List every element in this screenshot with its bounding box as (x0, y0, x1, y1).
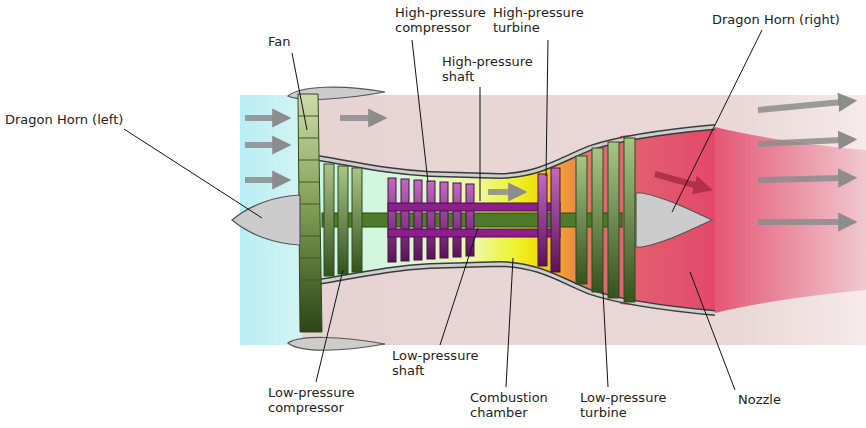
leader-lines (124, 30, 762, 390)
blade-edges (298, 116, 321, 304)
part-label: High-pressure shaft (442, 54, 542, 84)
exhaust-arrow (655, 174, 698, 186)
core-flow (318, 127, 715, 313)
leader-line (316, 270, 343, 382)
part-label: Low-pressure compressor (268, 385, 378, 415)
part-label: Dragon Horn (right) (712, 12, 840, 27)
leader-line (546, 40, 548, 176)
flow-arrow (245, 142, 276, 148)
leader-line (506, 258, 513, 387)
compressor-stage (324, 164, 334, 276)
blade-edge (298, 138, 319, 139)
flow-arrow (340, 115, 372, 121)
compressor-stage (414, 180, 422, 260)
part-label: Dragon Horn (left) (5, 112, 123, 127)
leader-line (480, 87, 481, 201)
fan-blade (298, 94, 322, 332)
part-label: Nozzle (738, 392, 781, 407)
part-label: Low-pressure shaft (392, 348, 492, 378)
flow-arrow (245, 115, 276, 121)
high-pressure-shaft (388, 229, 560, 237)
turbine-stage (538, 174, 547, 266)
tail-cone (636, 193, 712, 247)
core-casing (318, 127, 715, 176)
leader-line (690, 272, 735, 390)
flow-arrow (488, 189, 512, 195)
leader-line (440, 228, 478, 345)
turbine-stage (608, 142, 619, 298)
compressor-stage (440, 182, 448, 258)
turbine-stage (592, 148, 603, 292)
flow-arrow (758, 219, 842, 225)
part-label: Combustion chamber (470, 390, 570, 420)
compressor-stage (427, 181, 435, 259)
leader-line (672, 30, 762, 212)
core-casing (318, 264, 715, 313)
leader-line (124, 129, 262, 218)
leader-line (603, 292, 608, 387)
blade-edge (299, 204, 320, 205)
blade-edge (299, 236, 320, 237)
part-label: High-pressure turbine (493, 5, 593, 35)
turbine-stage (551, 168, 560, 272)
blade-edge (298, 116, 318, 117)
part-label: Low-pressure turbine (580, 390, 680, 420)
flow-arrow (758, 102, 842, 110)
blade-edge (300, 280, 321, 281)
compressor-stage (352, 168, 362, 272)
core-casing (318, 127, 715, 176)
turbine-stage (624, 138, 635, 302)
compressor-stage (388, 178, 396, 262)
flow-arrow (245, 177, 276, 183)
blade-edge (299, 160, 319, 161)
part-label: Fan (268, 34, 291, 49)
compressor-stage (453, 183, 461, 257)
compressor-stage (338, 166, 348, 274)
blade-edge (299, 182, 319, 183)
leader-line (292, 53, 307, 130)
turbine-stage (576, 156, 587, 284)
flow-arrow (758, 178, 842, 180)
nacelle (288, 337, 385, 350)
high-pressure-shaft (388, 203, 560, 211)
compressor-stage (401, 179, 409, 261)
core-casing (318, 264, 715, 313)
blade-edge (300, 304, 321, 305)
part-label: High-pressure compressor (395, 5, 495, 35)
leader-line (412, 40, 428, 182)
flow-arrows (245, 102, 842, 222)
spinner-cone (232, 195, 300, 245)
blade-edge (299, 258, 321, 259)
flow-arrow (758, 140, 842, 144)
